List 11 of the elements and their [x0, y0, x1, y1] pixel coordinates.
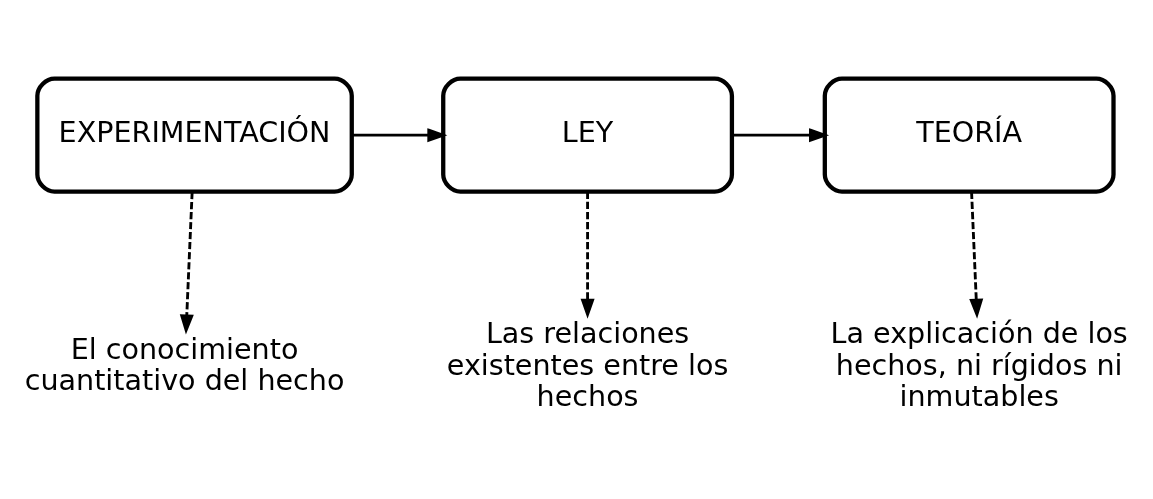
node-box: LEY [441, 76, 735, 194]
node-box: TEORÍA [822, 76, 1116, 194]
arrow [969, 192, 984, 319]
node-text: El conocimiento cuantitativo del hecho [24, 331, 345, 398]
node-box: EXPERIMENTACIÓN [35, 76, 354, 194]
arrow [351, 128, 448, 143]
arrow [580, 192, 595, 319]
arrow [732, 128, 830, 143]
node-text: La explicación de los hechos, ni rígidos ni inmutables [830, 316, 1128, 413]
node-text: Las relaciones existentes entre los hechos [446, 316, 729, 413]
arrow [179, 192, 194, 335]
